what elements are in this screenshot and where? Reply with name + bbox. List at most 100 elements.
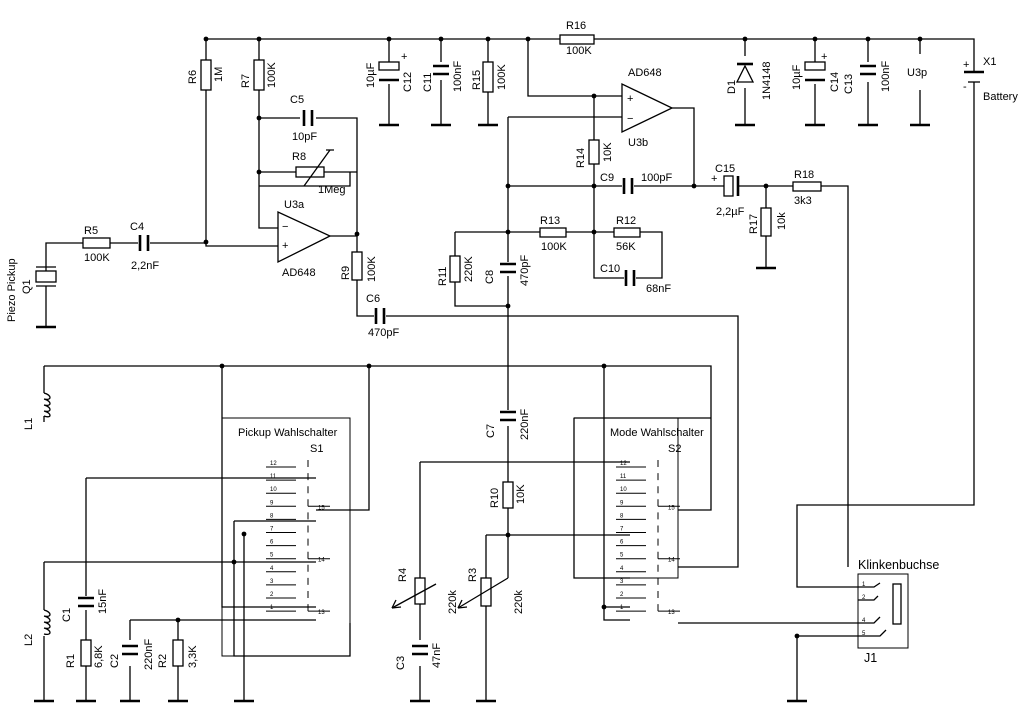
junction (366, 363, 372, 369)
label-c3-val: 47nF (431, 643, 443, 668)
label-r3-val: 220k (513, 590, 525, 614)
label-r18-ref: R18 (794, 169, 814, 181)
switch-s2-pin-label: 5 (620, 553, 624, 559)
label-r10-val: 10K (515, 484, 527, 504)
resistor-r14 (588, 139, 600, 165)
svg-text:+: + (821, 51, 827, 63)
junction (591, 229, 597, 235)
label-r16-val: 100K (566, 45, 592, 57)
capacitor-c12 (378, 61, 400, 71)
switch-s2-pin-label: 3 (620, 579, 624, 585)
wires (43, 38, 975, 700)
label-s1-title: Pickup Wahlschalter (238, 427, 338, 439)
label-r11-val: 220K (463, 256, 475, 282)
label-r4-ref: R4 (397, 568, 409, 582)
capacitor-c3 (412, 644, 428, 656)
switch-s1-common-label: 13 (318, 610, 325, 616)
switch-s1-pin-label: 6 (270, 540, 274, 546)
label-r17-ref: R17 (748, 214, 760, 234)
junction (203, 36, 209, 42)
label-r3-ref: R3 (467, 568, 479, 582)
junction (525, 36, 531, 42)
switch-s1-pin-label: 11 (270, 474, 277, 480)
label-r1-val: 6,8K (93, 645, 105, 668)
switch-s1-pin-line (266, 512, 309, 520)
junctions (175, 36, 923, 639)
resistor-r10 (502, 481, 514, 509)
capacitor-c2 (122, 644, 138, 656)
switch-s1-pin-line (266, 525, 309, 533)
resistor-r6 (200, 59, 212, 91)
switch-s2-pin-line (616, 473, 659, 481)
switch-s2-common-label: 15 (668, 505, 675, 511)
piezo-q1 (35, 266, 57, 326)
label-r10-ref: R10 (489, 488, 501, 508)
label-r5-val: 100K (84, 252, 110, 264)
label-d1-val: 1N4148 (761, 61, 773, 100)
capacitor-c13 (860, 64, 876, 76)
junction (742, 36, 748, 42)
label-q1-ref: Q1 (21, 279, 33, 294)
switch-s1-pin-label: 12 (270, 461, 277, 467)
capacitor-c5 (302, 110, 314, 126)
label-c13-ref: C13 (843, 74, 855, 94)
switch-s2-common-label: 14 (668, 558, 675, 564)
label-c9-ref: C9 (600, 172, 614, 184)
label-r8-ref: R8 (292, 151, 306, 163)
junction (256, 115, 262, 121)
label-r14-ref: R14 (575, 148, 587, 168)
label-c3-ref: C3 (395, 656, 407, 670)
junction (601, 363, 607, 369)
capacitors: + + + (78, 51, 876, 656)
svg-text:+: + (282, 240, 288, 252)
label-c13-val: 100nF (880, 61, 892, 92)
switch-s1-pin-label: 4 (270, 566, 274, 572)
switch-s2-pin-line (616, 564, 659, 573)
junction (386, 36, 392, 42)
capacitor-c6 (374, 308, 386, 324)
label-c9-val: 100pF (641, 172, 672, 184)
switch-s1-pin-line (266, 564, 309, 573)
switch-s2-pin-line (616, 604, 659, 612)
capacitor-c9 (622, 178, 634, 194)
label-u3a-val: AD648 (282, 267, 316, 279)
label-d1-ref: D1 (726, 80, 738, 94)
label-c1-val: 15nF (97, 589, 109, 614)
label-q1-val: Piezo Pickup (6, 258, 18, 322)
capacitor-c8 (500, 262, 516, 274)
label-r16-ref: R16 (566, 20, 586, 32)
label-r7-ref: R7 (240, 74, 252, 88)
capacitor-c15 (723, 175, 734, 197)
diode-d1 (735, 62, 755, 83)
label-r12-ref: R12 (616, 215, 636, 227)
switch-s2-pin-line (616, 525, 659, 533)
resistor-r18 (792, 181, 822, 192)
resistor-r2 (172, 639, 184, 667)
junction (485, 36, 491, 42)
label-s1-ref: S1 (310, 443, 323, 455)
switch-s1-pin-label: 10 (270, 487, 277, 493)
junction (505, 229, 511, 235)
label-r14-val: 10K (602, 142, 614, 162)
switch-s1-common-label: 14 (318, 558, 325, 564)
capacitor-c7 (500, 410, 516, 422)
resistor-r7 (253, 59, 265, 91)
label-c14-ref: C14 (829, 72, 841, 92)
resistor-r16 (559, 34, 595, 45)
resistor-r17 (760, 207, 772, 237)
opamp-u3b: + − (621, 82, 674, 134)
svg-text:−: − (282, 221, 288, 233)
junction (601, 604, 607, 610)
switch-s1-pin-line (266, 551, 309, 560)
capacitor-c14 (804, 61, 826, 71)
junction (505, 303, 511, 309)
label-r1-ref: R1 (65, 654, 77, 668)
label-c15-ref: C15 (715, 163, 735, 175)
label-r4-val: 220k (447, 590, 459, 614)
switch-s1-pin-label: 9 (270, 500, 274, 506)
label-r5-ref: R5 (84, 225, 98, 237)
label-c1-ref: C1 (61, 608, 73, 622)
switch-s2-pin-label: 12 (620, 461, 627, 467)
